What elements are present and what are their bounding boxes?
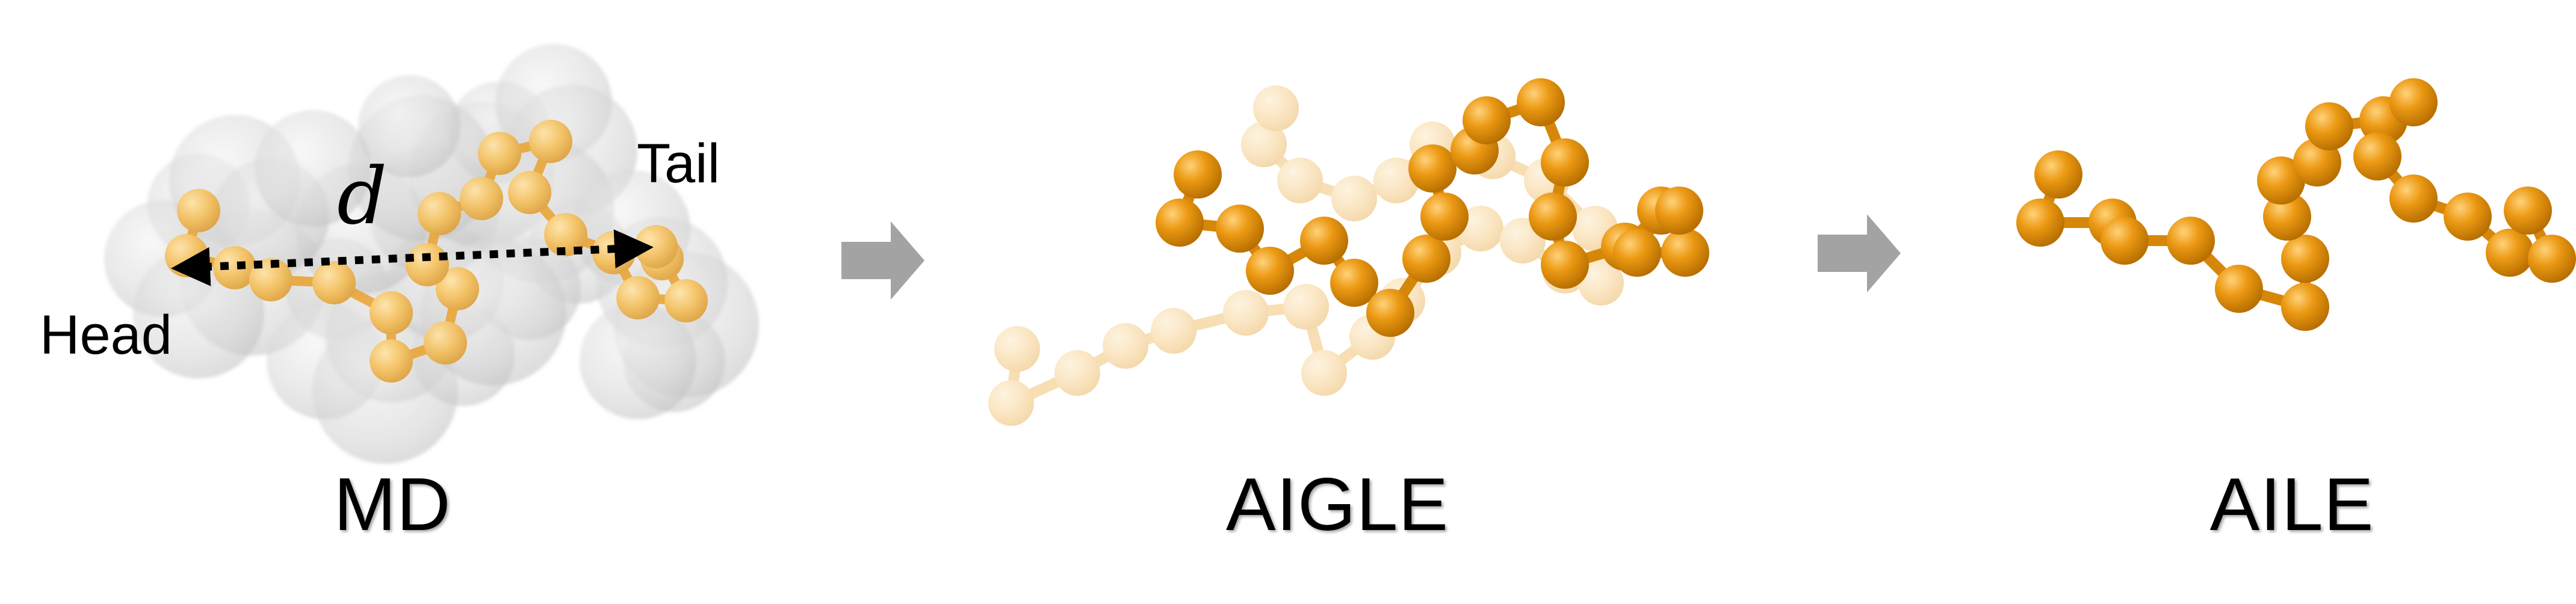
bead xyxy=(370,339,413,383)
bead xyxy=(1458,206,1503,251)
bead xyxy=(1578,260,1624,306)
bead xyxy=(2486,229,2534,277)
bead xyxy=(1301,350,1347,396)
bead xyxy=(1151,308,1197,354)
bead xyxy=(1241,122,1287,167)
bead xyxy=(2389,174,2438,223)
bead xyxy=(2257,156,2305,205)
bead xyxy=(1541,241,1589,289)
bead xyxy=(1330,259,1378,307)
bead xyxy=(1366,289,1414,337)
distance-symbol: d xyxy=(337,150,388,242)
bead xyxy=(1517,78,1565,126)
bead xyxy=(1216,205,1264,253)
bead xyxy=(460,177,503,220)
bead xyxy=(2389,78,2438,126)
bead xyxy=(994,326,1040,372)
bead xyxy=(2167,217,2215,265)
bead xyxy=(424,321,467,365)
bead xyxy=(2281,283,2329,331)
bead xyxy=(1223,290,1269,336)
bead xyxy=(1402,235,1451,283)
bead xyxy=(1613,229,1661,277)
bead xyxy=(616,276,660,319)
bead xyxy=(1661,229,1709,277)
bead xyxy=(478,132,521,175)
solvent-cloud-blob xyxy=(580,303,696,419)
panel-title-aigle: AIGLE xyxy=(1225,463,1449,546)
bead xyxy=(1103,323,1148,369)
aile-polymer-chain xyxy=(2016,78,2576,331)
bead xyxy=(1420,193,1469,241)
bead xyxy=(2353,132,2401,180)
bead xyxy=(2305,102,2353,150)
bead xyxy=(1246,247,1294,295)
bead xyxy=(988,380,1034,426)
bead xyxy=(165,234,208,277)
bead xyxy=(1174,150,1222,199)
bead xyxy=(2263,193,2311,241)
panel-title-md: MD xyxy=(333,463,451,546)
process-arrow-icon xyxy=(841,221,924,300)
bead xyxy=(529,120,572,163)
double-headed-dotted-arrow-icon xyxy=(171,229,654,286)
panel-title-aile: AILE xyxy=(2209,463,2374,546)
bead xyxy=(1463,96,1511,144)
bead xyxy=(1300,217,1348,265)
process-arrow-icon xyxy=(1818,214,1901,292)
bead xyxy=(1331,176,1377,221)
aigle-polymer-chain xyxy=(1156,78,1709,337)
bead xyxy=(370,291,413,334)
bead xyxy=(634,225,678,268)
bead xyxy=(2101,217,2149,265)
bead xyxy=(1156,199,1204,247)
bead xyxy=(1541,138,1589,186)
bead xyxy=(312,261,356,304)
bead xyxy=(1408,144,1457,193)
bead xyxy=(664,279,708,322)
bead xyxy=(508,171,551,214)
bead xyxy=(177,189,220,232)
bead xyxy=(1373,158,1419,203)
bead xyxy=(2215,265,2263,313)
bead xyxy=(1054,350,1100,396)
bead xyxy=(1655,186,1703,235)
bead xyxy=(2528,235,2576,283)
bead xyxy=(2281,235,2329,283)
bead xyxy=(1283,284,1329,330)
bead xyxy=(1253,85,1299,131)
bead xyxy=(2444,193,2492,241)
bead xyxy=(2016,199,2064,247)
tail-label: Tail xyxy=(637,133,720,194)
bead xyxy=(418,192,461,235)
solvent-cloud-blob xyxy=(255,110,371,227)
solvent-cloud-blob xyxy=(358,75,460,177)
bead xyxy=(406,243,449,286)
bead xyxy=(1529,193,1577,241)
bead xyxy=(2034,150,2082,199)
bead xyxy=(1277,158,1323,203)
bead xyxy=(2504,186,2552,235)
head-label: Head xyxy=(40,304,172,366)
